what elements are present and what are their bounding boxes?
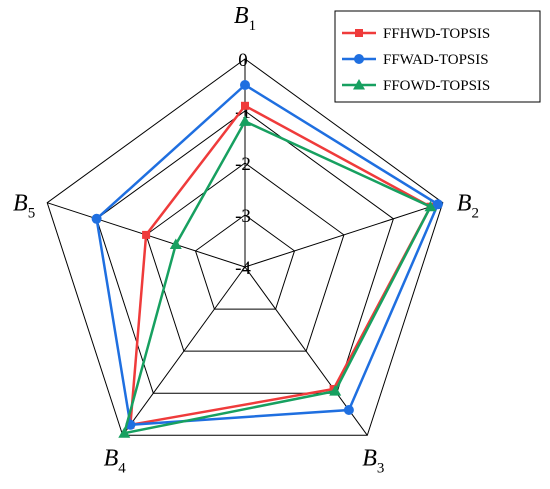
data-point-b5 bbox=[142, 230, 151, 239]
axis-label-subscript: 5 bbox=[28, 206, 36, 222]
grid-ring bbox=[96, 110, 394, 394]
data-point-b1 bbox=[239, 115, 251, 126]
data-point-legend bbox=[355, 29, 363, 37]
legend: FFHWD-TOPSIS FFWAD-TOPSIS FFOWD-TOPSIS bbox=[334, 10, 541, 103]
axis-label-subscript: 2 bbox=[471, 206, 479, 222]
data-point-b2 bbox=[432, 199, 443, 210]
axis-label-b1: B1 bbox=[234, 3, 256, 34]
series-line bbox=[129, 104, 433, 427]
legend-label: FFOWD-TOPSIS bbox=[383, 78, 490, 94]
grid-ring bbox=[194, 214, 296, 310]
axis-label-b2: B2 bbox=[457, 191, 479, 222]
axis-spoke bbox=[122, 266, 246, 436]
data-point-legend bbox=[353, 79, 365, 90]
tick-label: -4 bbox=[235, 258, 251, 279]
series-line bbox=[122, 119, 433, 435]
legend-label: FFHWD-TOPSIS bbox=[383, 26, 490, 42]
axis-label-subscript: 3 bbox=[377, 460, 385, 476]
data-point-b1 bbox=[240, 80, 250, 90]
series-ffwad-topsis bbox=[91, 80, 443, 430]
grid-ring bbox=[145, 162, 345, 352]
data-point-legend bbox=[354, 54, 364, 64]
tick-label: -2 bbox=[235, 154, 251, 175]
tick-label: 0 bbox=[238, 50, 248, 71]
axis-label-subscript: 4 bbox=[118, 460, 126, 476]
axis-label-subscript: 1 bbox=[249, 18, 257, 34]
tick-label: -3 bbox=[235, 206, 251, 227]
data-series bbox=[91, 80, 443, 438]
axis-label-b5: B5 bbox=[13, 191, 35, 222]
series-line bbox=[95, 83, 440, 427]
grid-ring bbox=[46, 58, 444, 436]
legend-label: FFWAD-TOPSIS bbox=[383, 52, 489, 68]
data-point-b5 bbox=[91, 213, 102, 224]
axis-label-b3: B3 bbox=[362, 445, 384, 476]
data-point-b4 bbox=[118, 427, 131, 438]
legend-frame bbox=[334, 10, 541, 103]
data-point-b3 bbox=[343, 405, 354, 415]
series-ffowd-topsis bbox=[118, 115, 437, 438]
axis-spoke bbox=[244, 202, 443, 268]
axis-label-b4: B4 bbox=[104, 445, 127, 476]
data-point-b2 bbox=[424, 200, 437, 212]
data-point-b1 bbox=[241, 101, 249, 110]
data-point-b5 bbox=[169, 238, 182, 249]
data-point-b3 bbox=[329, 385, 342, 396]
